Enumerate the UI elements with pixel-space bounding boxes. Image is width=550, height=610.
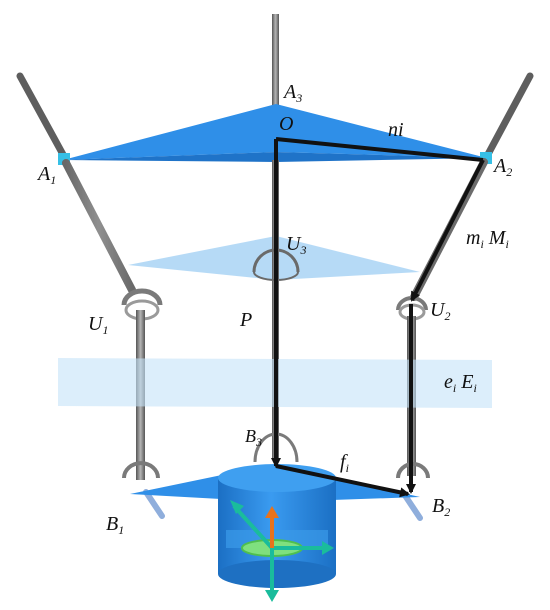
top-center-rod	[272, 14, 279, 106]
label-o: O	[279, 113, 293, 135]
label-fi: fi	[340, 451, 349, 475]
label-ei-ei: ei Ei	[444, 371, 477, 395]
right-outer-rod	[482, 72, 534, 162]
end-effector-cylinder	[218, 478, 336, 574]
label-a1: A1	[36, 163, 56, 187]
joint-u1	[121, 288, 163, 306]
label-u2: U2	[430, 299, 450, 323]
left-outer-rod	[16, 72, 70, 164]
vector-fi	[275, 464, 410, 498]
label-a3: A3	[282, 81, 302, 105]
vector-mi	[410, 159, 485, 302]
label-b1: B1	[106, 513, 124, 537]
label-mi-mi: mi Mi	[466, 227, 509, 251]
label-ni: ni	[388, 119, 404, 141]
joint-b1	[122, 461, 160, 479]
label-u1: U1	[88, 313, 108, 337]
vector-paths	[271, 137, 485, 498]
top-plate	[63, 104, 487, 160]
tool-frame	[230, 500, 334, 602]
label-b3: B3	[245, 426, 262, 449]
vector-ni	[275, 137, 484, 162]
label-b2: B2	[432, 495, 450, 519]
label-p: P	[239, 309, 252, 331]
label-u3: U3	[286, 233, 306, 257]
label-a2: A2	[492, 155, 512, 179]
